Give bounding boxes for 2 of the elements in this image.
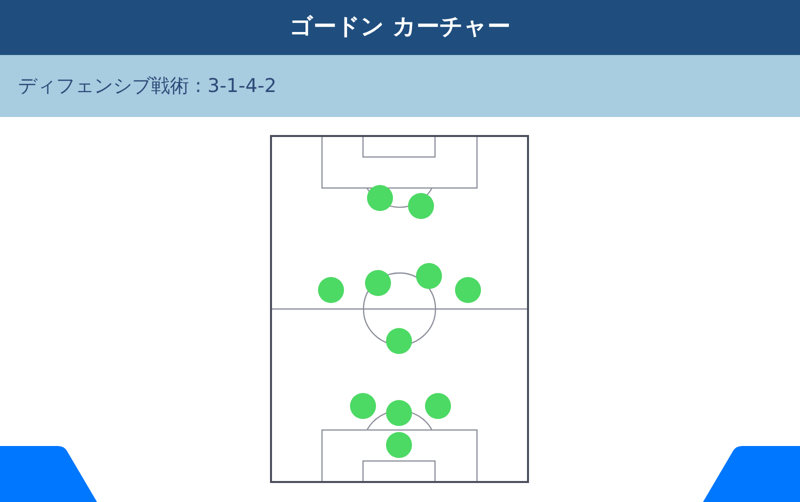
title: ゴードン カーチャー (289, 14, 510, 42)
tactic-label: ディフェンシブ戦術 : 3-1-4-2 (18, 74, 276, 98)
